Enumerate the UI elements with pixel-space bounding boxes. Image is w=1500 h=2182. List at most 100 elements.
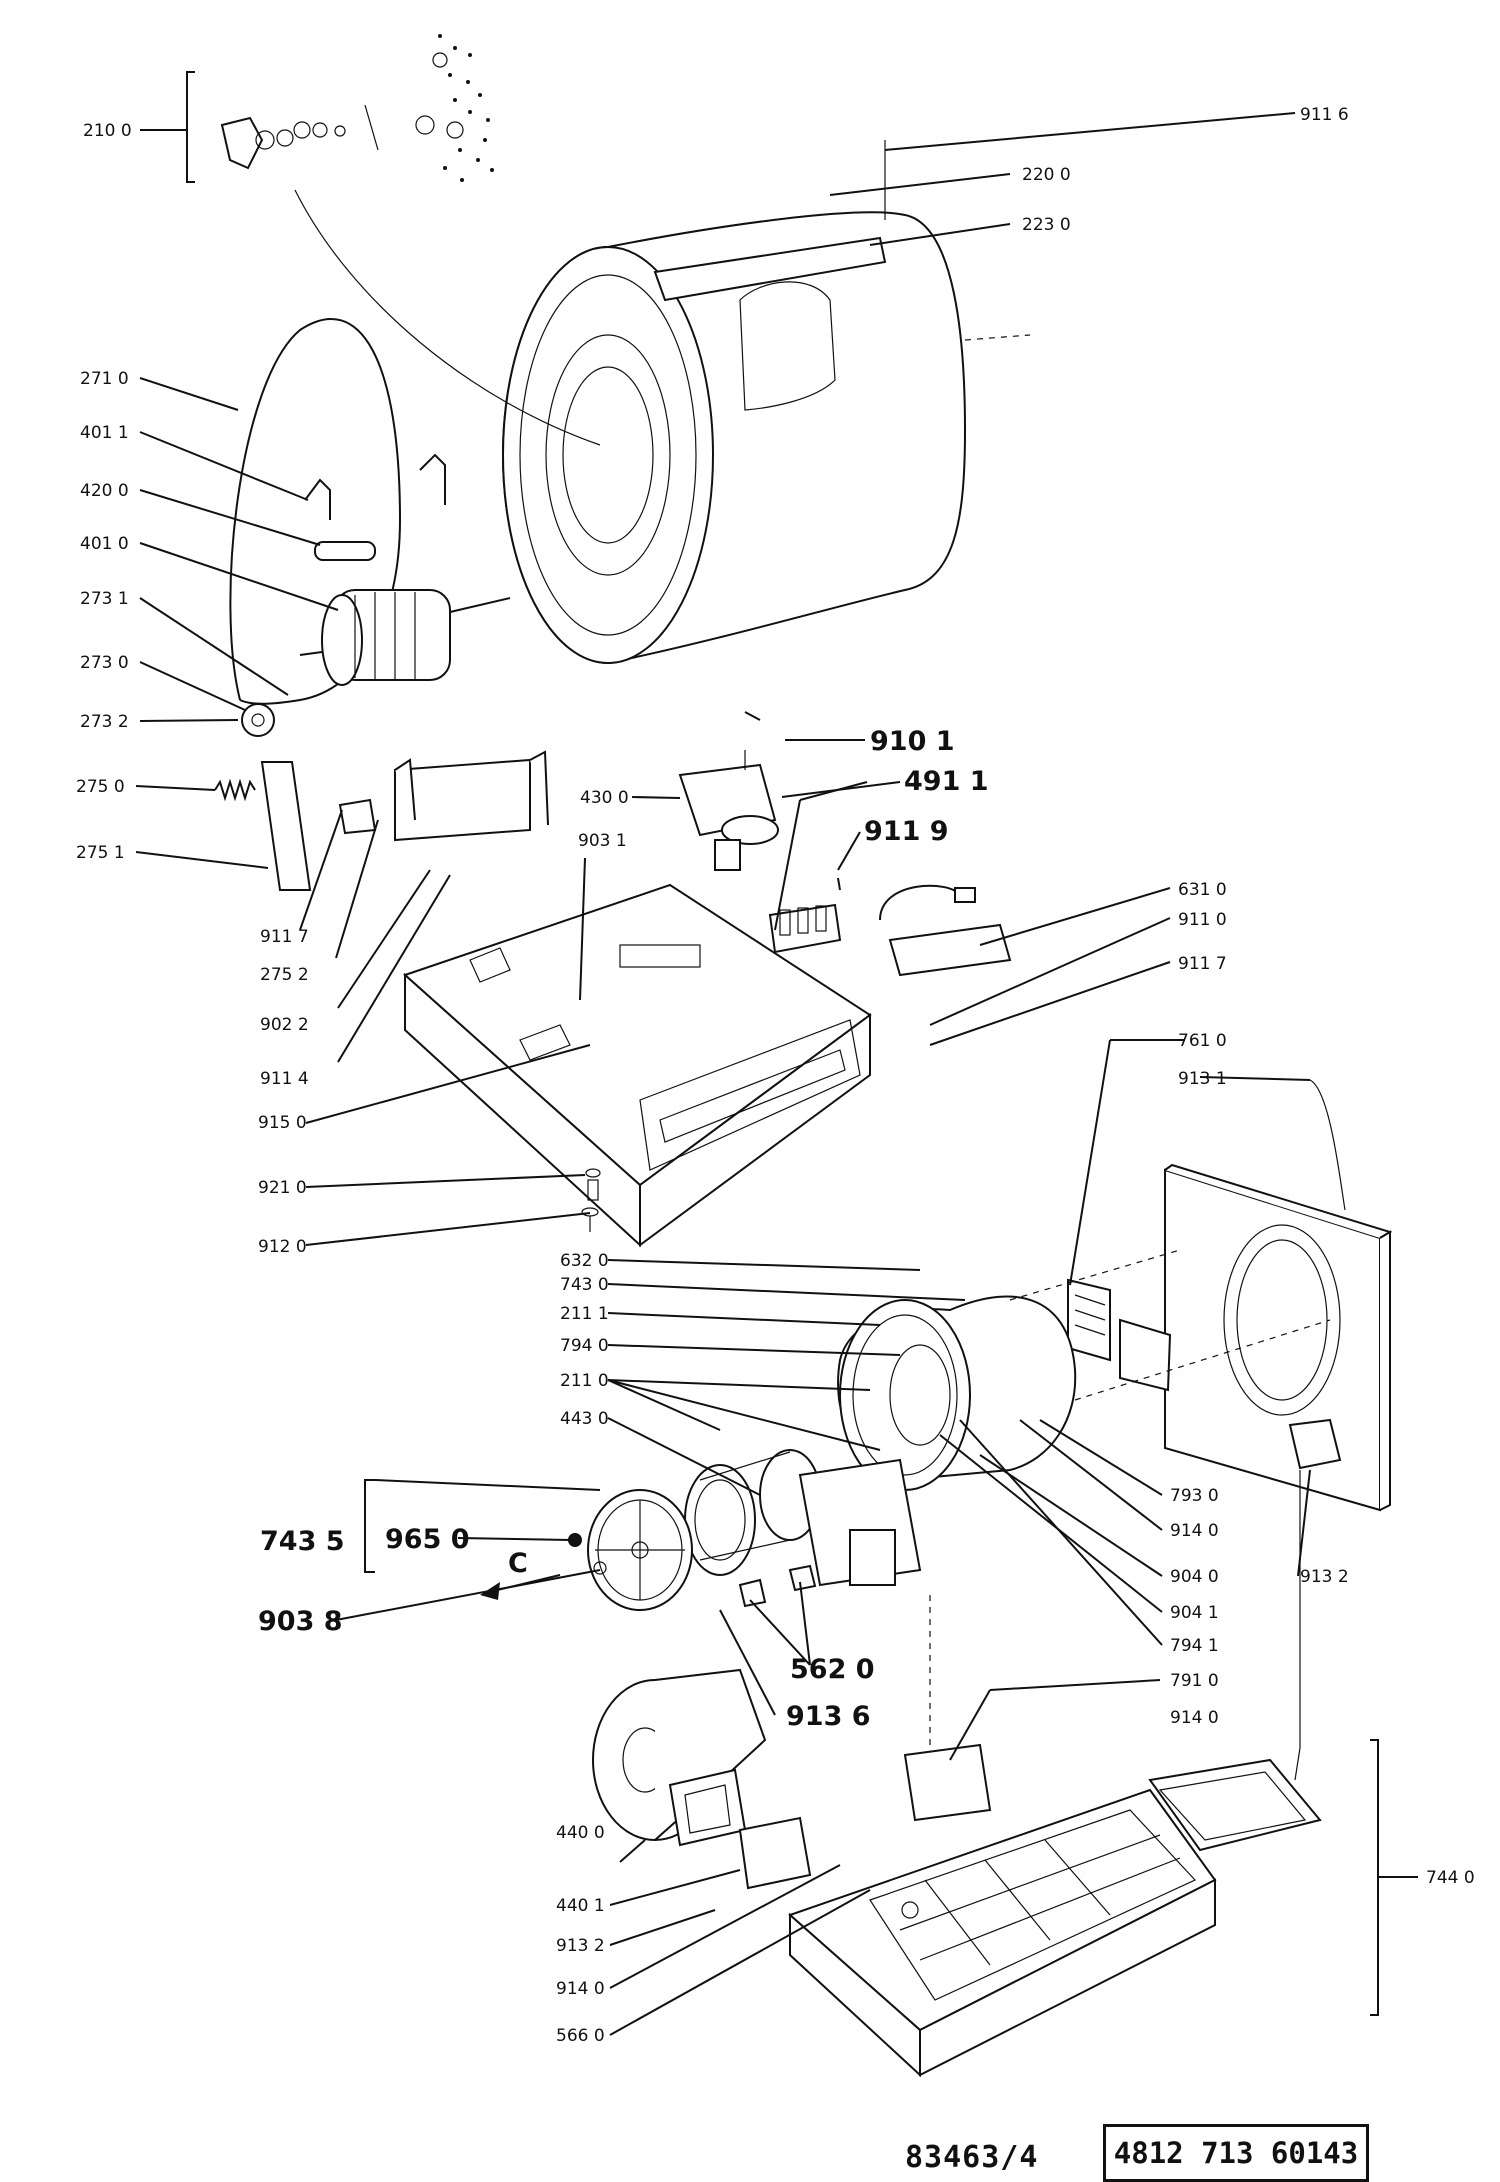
label-9650: 965 0 — [385, 1524, 470, 1555]
label-9150: 915 0 — [258, 1113, 307, 1133]
label-6310: 631 0 — [1178, 880, 1227, 900]
label-7940: 794 0 — [560, 1336, 609, 1356]
bearing-kit-2100 — [140, 52, 464, 183]
label-4200: 420 0 — [80, 481, 129, 501]
label-6320: 632 0 — [560, 1251, 609, 1271]
blower-housing-4400 — [592, 1668, 767, 1847]
label-2750: 275 0 — [76, 777, 125, 797]
label-2111: 211 1 — [560, 1304, 609, 1324]
label-9131: 913 1 — [1178, 1069, 1227, 1089]
document-code: 83463/4 — [905, 2140, 1039, 2175]
label-9040: 904 0 — [1170, 1567, 1219, 1587]
label-9116: 911 6 — [1300, 105, 1349, 125]
motor-cradle — [394, 750, 549, 842]
label-9117b: 911 7 — [1178, 954, 1227, 974]
bracket-7440 — [1370, 1739, 1379, 2016]
label-9120: 912 0 — [258, 1237, 307, 1257]
label-4010: 401 0 — [80, 534, 129, 554]
base-plate — [403, 883, 872, 1248]
label-2732: 273 2 — [80, 712, 129, 732]
label-9119: 911 9 — [864, 816, 949, 847]
seal-7910 — [903, 1743, 992, 1822]
label-7941: 794 1 — [1170, 1636, 1219, 1656]
label-letter-c: C — [508, 1548, 528, 1579]
label-9114: 911 4 — [260, 1069, 309, 1089]
screw-9119 — [837, 877, 841, 891]
part-number: 4812 713 60143 — [1113, 2136, 1359, 2170]
axle-line — [294, 189, 601, 446]
label-2200: 220 0 — [1022, 165, 1071, 185]
label-9110: 911 0 — [1178, 910, 1227, 930]
leader-lines — [135, 112, 1311, 2036]
label-7430: 743 0 — [560, 1275, 609, 1295]
drum-2200 — [502, 140, 1031, 664]
label-9140b: 914 0 — [1170, 1708, 1219, 1728]
switch-6310 — [879, 884, 1012, 977]
clip-4011 — [304, 453, 446, 520]
label-9038: 903 8 — [258, 1606, 343, 1637]
motor-4010 — [299, 589, 511, 686]
label-9140a: 914 0 — [1170, 1521, 1219, 1541]
label-7610: 761 0 — [1178, 1031, 1227, 1051]
clips-5620 — [738, 1564, 817, 1608]
label-9031: 903 1 — [578, 831, 627, 851]
label-5620: 562 0 — [790, 1654, 875, 1685]
label-5660: 566 0 — [556, 2026, 605, 2046]
label-4011: 401 1 — [80, 423, 129, 443]
screw-9101 — [744, 711, 761, 721]
heater-duct-7430 — [837, 1295, 1077, 1491]
label-7910: 791 0 — [1170, 1671, 1219, 1691]
line-9131 — [1309, 1079, 1346, 1211]
label-4300: 430 0 — [580, 788, 629, 808]
label-9140c: 914 0 — [556, 1979, 605, 1999]
label-9136: 913 6 — [786, 1701, 871, 1732]
label-9117a: 911 7 — [260, 927, 309, 947]
fan-housing — [798, 1458, 922, 1587]
label-2752: 275 2 — [260, 965, 309, 985]
label-2100: 210 0 — [83, 121, 132, 141]
label-7440: 744 0 — [1426, 1868, 1475, 1888]
nut-9650 — [568, 1533, 582, 1547]
label-4401: 440 1 — [556, 1896, 605, 1916]
belt-2710 — [229, 318, 402, 705]
spring-2750 — [214, 778, 256, 802]
bracket-7435 — [364, 1479, 375, 1573]
label-2710: 271 0 — [80, 369, 129, 389]
alignment-line — [1009, 1249, 1181, 1301]
label-2230: 223 0 — [1022, 215, 1071, 235]
blower-fan-4430 — [684, 1449, 821, 1576]
gasket-4401 — [738, 1816, 812, 1890]
label-9210: 921 0 — [258, 1178, 307, 1198]
timer-4300 — [678, 750, 779, 871]
pulley-2730 — [241, 703, 275, 737]
label-9041: 904 1 — [1170, 1603, 1219, 1623]
part-number-box: 4812 713 60143 — [1103, 2124, 1369, 2182]
alignment-line — [1074, 1319, 1331, 1401]
label-2731: 273 1 — [80, 589, 129, 609]
label-9101: 910 1 — [870, 726, 955, 757]
label-7930: 793 0 — [1170, 1486, 1219, 1506]
condenser-7440 — [788, 1758, 1322, 2078]
label-2730: 273 0 — [80, 653, 129, 673]
bearing-dots — [438, 34, 494, 182]
label-9022: 902 2 — [260, 1015, 309, 1035]
part-labels: 210 0 911 6 220 0 223 0 271 0 401 1 420 … — [76, 105, 1475, 2046]
label-4911: 491 1 — [904, 766, 989, 797]
rear-panel — [1164, 1163, 1393, 1512]
label-4430: 443 0 — [560, 1409, 609, 1429]
label-2110: 211 0 — [560, 1371, 609, 1391]
bracket-2752 — [338, 798, 377, 835]
idler-arm-2751 — [260, 761, 312, 891]
bolt-stack — [581, 1168, 601, 1232]
label-4400: 440 0 — [556, 1823, 605, 1843]
label-9132a: 913 2 — [1300, 1567, 1349, 1587]
washer-9038 — [593, 1561, 607, 1575]
fan-wheel-9650 — [587, 1489, 693, 1611]
label-2751: 275 1 — [76, 843, 125, 863]
label-7435: 743 5 — [260, 1526, 345, 1557]
line-9132 — [1294, 1470, 1301, 1781]
terminal-block-4911 — [768, 903, 842, 954]
label-9132b: 913 2 — [556, 1936, 605, 1956]
filter-7610 — [1067, 1278, 1172, 1392]
